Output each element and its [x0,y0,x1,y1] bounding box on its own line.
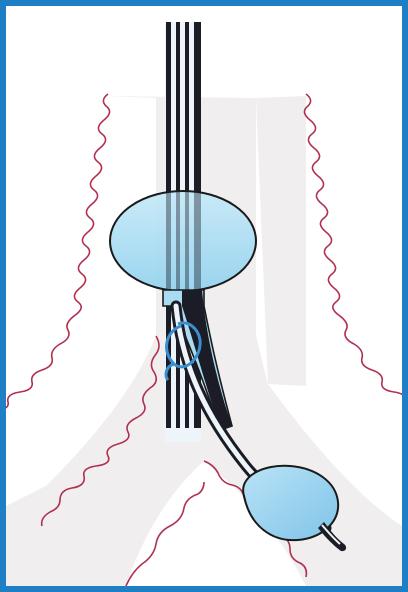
tracheal-cuff [110,191,256,291]
left-airway-outline [6,94,110,428]
double-lumen-tube-illustration [6,6,402,586]
right-airway-outline [304,94,402,428]
